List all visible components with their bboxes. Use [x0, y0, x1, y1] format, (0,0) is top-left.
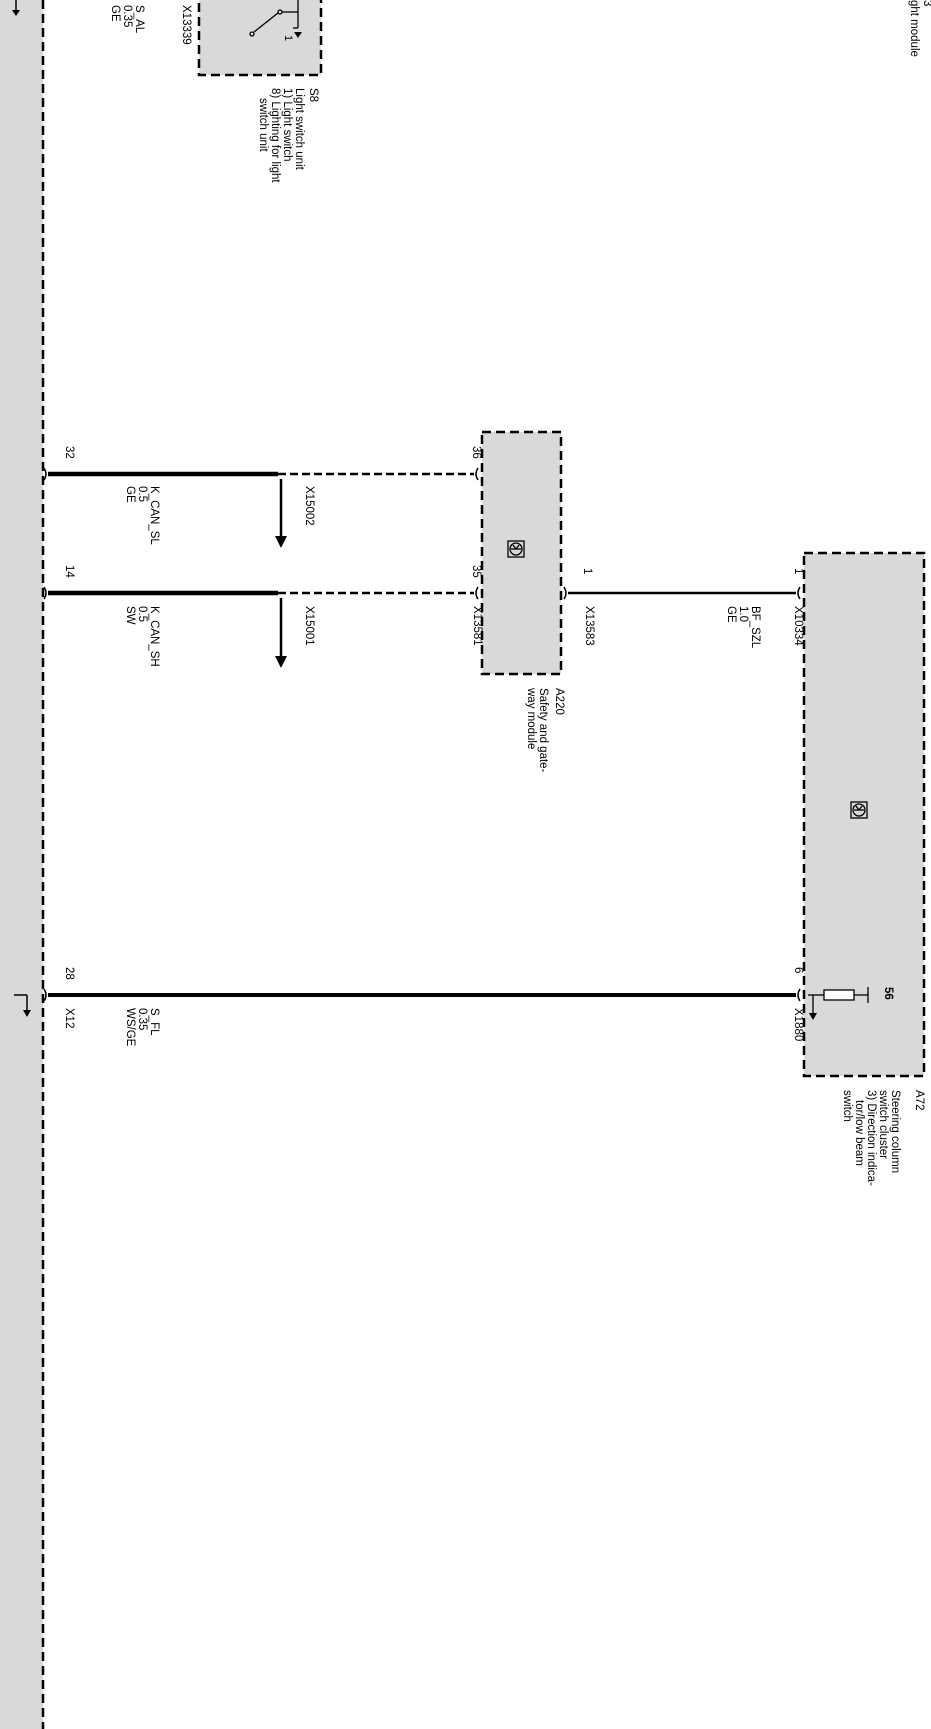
wire-s-al-name: S_AL [133, 5, 145, 34]
connector-x13583: X13583 [583, 606, 595, 646]
connector-x13339: X13339 [180, 5, 192, 45]
control-unit-icon [850, 801, 868, 819]
a72-id: A72 [913, 1090, 925, 1110]
wire-s-fl-color: WS/GE [124, 1008, 136, 1047]
connector-x1880: X1880 [792, 1008, 804, 1041]
s8-line3: 8) Lighting for light [269, 88, 281, 183]
s8-line4: switch unit [257, 98, 269, 152]
pin-36: 36 [470, 446, 482, 459]
splice-x15002: X15002 [303, 486, 315, 526]
pin-28: 28 [63, 967, 75, 980]
connector-x13581: X13581 [471, 606, 483, 646]
wire-s-fl-size: 0.35 [136, 1008, 148, 1030]
a220-line2: way module [525, 687, 537, 749]
wire-k-can-sh-name: K_CAN_SH [148, 606, 160, 667]
splice-x15001: X15001 [303, 606, 315, 646]
wire-k-can-sl-name: K_CAN_SL [148, 486, 160, 545]
wires [48, 471, 796, 997]
a72-line3: 3) Direction indica- [865, 1090, 877, 1186]
pin-14: 14 [63, 565, 75, 578]
pin-6: 6 [792, 967, 804, 973]
wire-bf-szl-name: BF_SZL [749, 606, 761, 649]
x12-branch-arrow [14, 994, 31, 1017]
connector-x10334: X10334 [792, 606, 804, 646]
wire-s-al-size: 0.35 [121, 5, 133, 27]
a220-line1: Safety and gate- [537, 688, 549, 773]
a72-line4: tor/low beam [853, 1100, 865, 1166]
wire-k-can-sh-color: SW [124, 606, 136, 625]
a220-id: A220 [553, 688, 565, 715]
a72-line5: switch [841, 1090, 853, 1122]
wire-s-al-color: GE [109, 5, 121, 22]
pin-35: 35 [470, 565, 482, 578]
wire-bf-szl-color: GE [725, 606, 737, 623]
s8-module [197, 0, 323, 77]
pin-56: 56 [882, 987, 894, 1000]
a72-line1: Steering column [889, 1090, 901, 1173]
wire-k-can-sh-size: 0.5 [136, 606, 148, 622]
pin-a72-1: 1 [792, 568, 804, 574]
control-unit-icon [507, 540, 525, 558]
left-module-partial-id: 3 [921, 0, 931, 6]
splice-arrow-x15001 [275, 598, 287, 668]
a72-line2: switch cluster [877, 1090, 889, 1159]
wire-bf-szl-size: 1.0 [737, 606, 749, 622]
connector-ticks [43, 467, 801, 1002]
s8-contact-number: 1 [282, 35, 294, 41]
left-module [0, 0, 45, 1729]
connector-x12: X12 [63, 1008, 75, 1028]
left-module-partial-label: ght module [908, 0, 920, 57]
a220-module [480, 430, 563, 676]
s8-line1: Light switch unit [293, 88, 305, 171]
pin-a220-1: 1 [581, 568, 593, 574]
pin-56-resistor [808, 987, 869, 1016]
a72-module [802, 551, 926, 1078]
wire-k-can-sl-size: 0.5 [136, 486, 148, 502]
wire-s-fl-name: S_FL [148, 1008, 160, 1036]
switch-symbol [249, 0, 299, 37]
splice-arrow-x15002 [275, 479, 287, 548]
pin-32: 32 [63, 446, 75, 459]
wire-k-can-sl-color: GE [124, 486, 136, 503]
s8-line2: 1) Light switch [281, 88, 293, 162]
s8-id: S8 [307, 88, 319, 102]
